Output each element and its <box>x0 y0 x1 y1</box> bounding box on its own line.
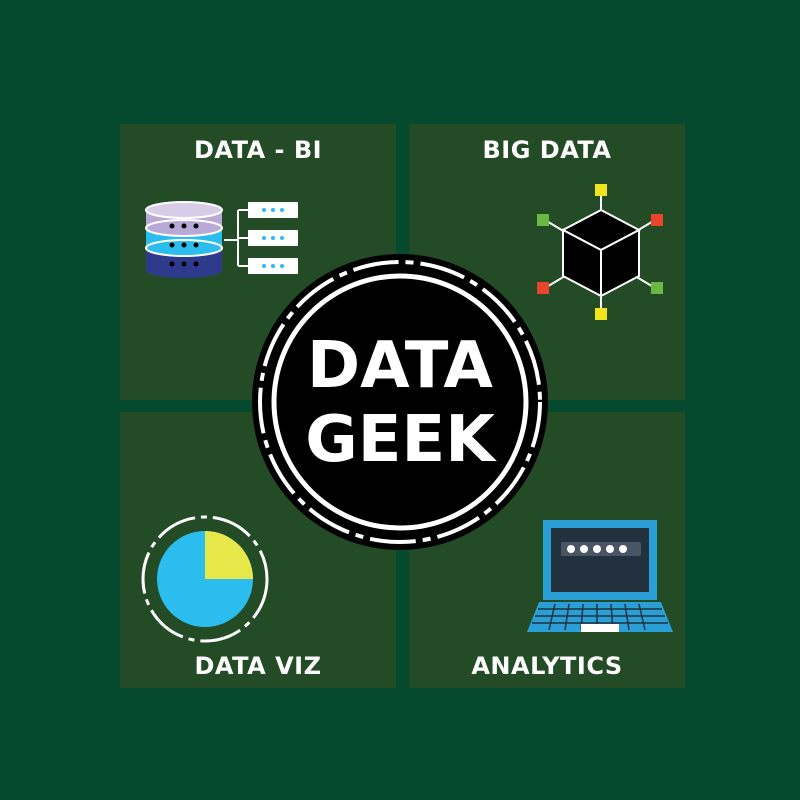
database-server-icon <box>145 201 298 278</box>
network-cube-icon <box>537 184 663 320</box>
panel-title-analytics: ANALYTICS <box>471 652 623 680</box>
badge-ring <box>252 254 548 550</box>
panel-title-data-viz: DATA VIZ <box>194 652 322 680</box>
laptop-icon <box>527 520 673 632</box>
badge-text-geek: GEEK <box>305 403 495 477</box>
pie-chart-icon <box>141 515 269 643</box>
panel-data-viz: DATA VIZ <box>120 412 396 688</box>
panel-big-data: BIG DATA <box>409 124 685 400</box>
pie-highlight-slice <box>205 531 253 579</box>
badge-text-data: DATA <box>307 329 493 403</box>
panel-data-bi: DATA - BI <box>120 124 396 400</box>
panel-title-big-data: BIG DATA <box>482 136 612 164</box>
panel-title-data-bi: DATA - BI <box>193 136 323 164</box>
data-geek-badge: DATA GEEK <box>248 250 552 554</box>
